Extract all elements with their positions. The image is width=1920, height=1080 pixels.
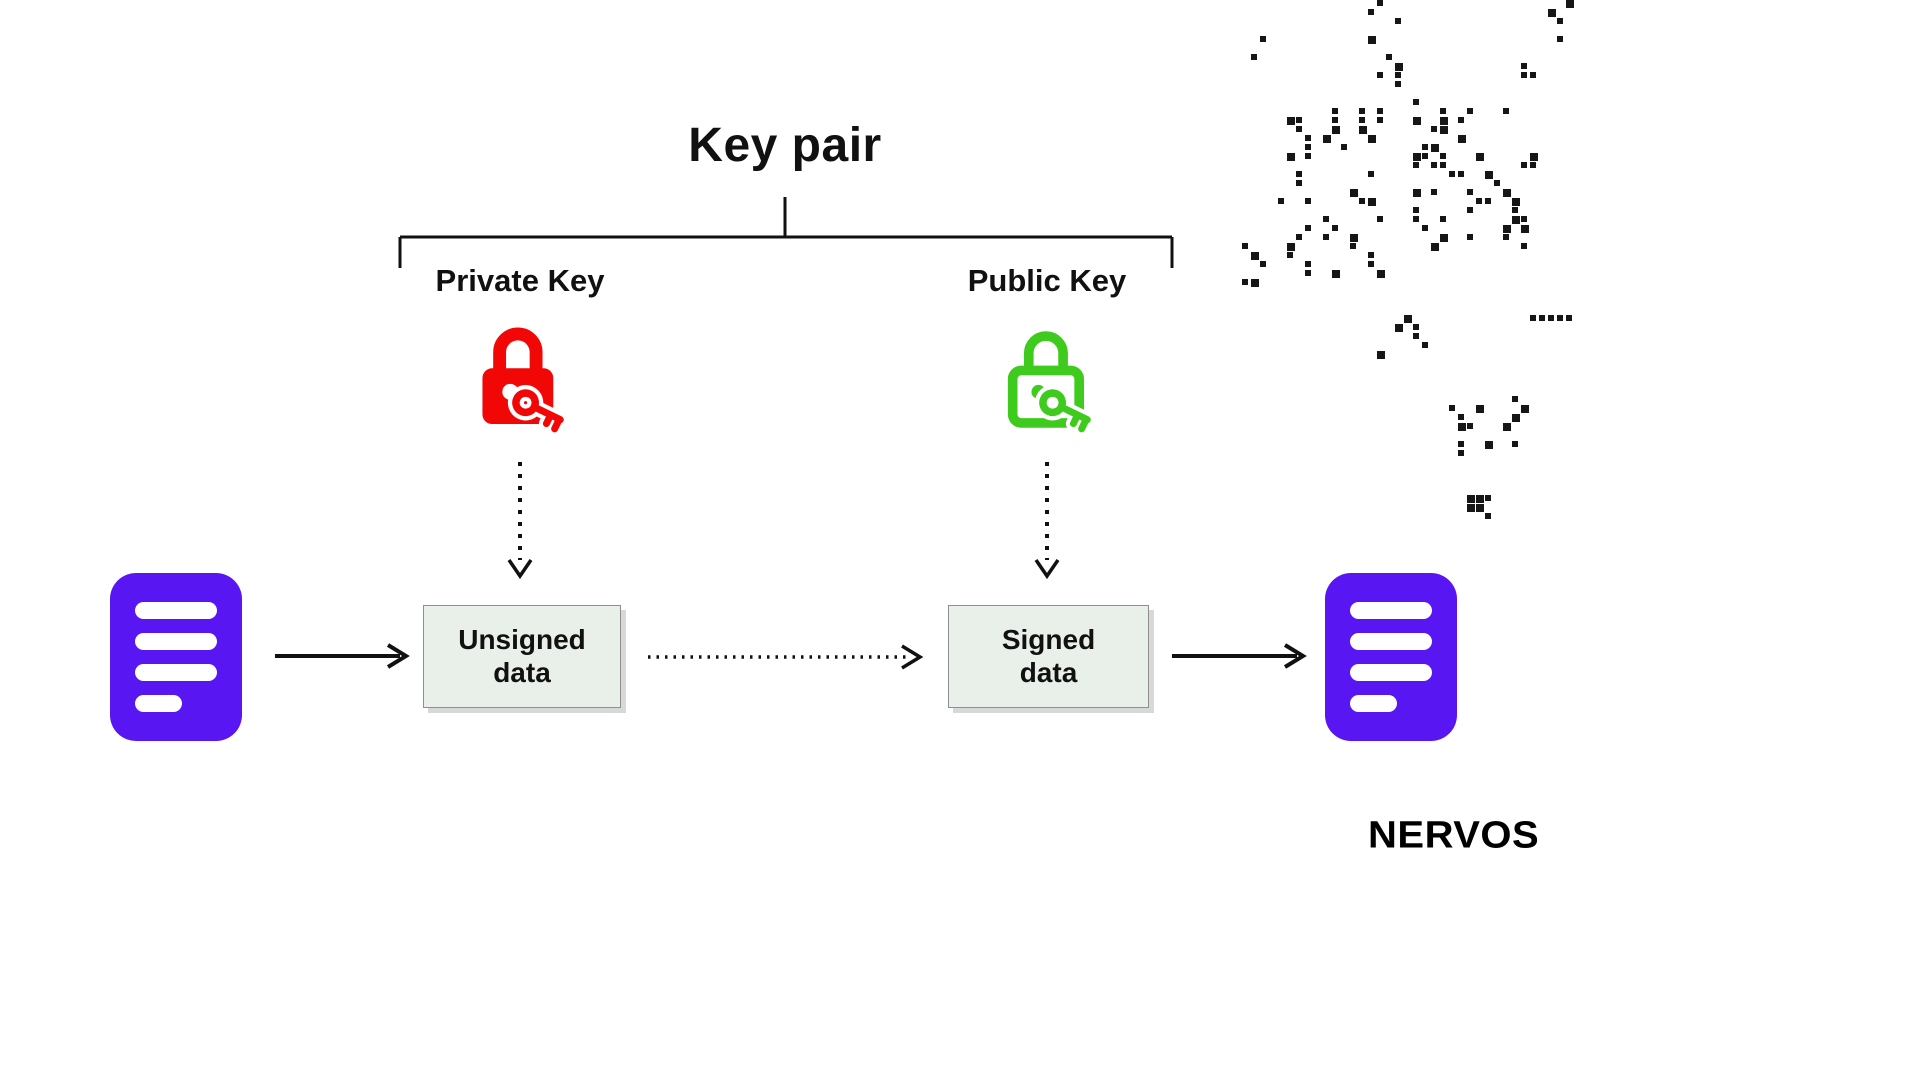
public-key-arrowhead — [1034, 559, 1060, 580]
unsigned-data-label: Unsigned data — [458, 624, 586, 688]
right-arrowhead — [1283, 643, 1307, 669]
left-arrowhead — [386, 643, 410, 669]
public-key-label: Public Key — [967, 263, 1127, 298]
signed-data-box: Signed data — [948, 605, 1149, 708]
nervos-logo: NERVOS — [1368, 813, 1540, 857]
private-key-label: Private Key — [435, 263, 605, 298]
public-key-lock-icon — [988, 320, 1106, 438]
unsigned-data-box: Unsigned data — [423, 605, 621, 708]
key-pair-bracket — [398, 197, 1174, 268]
document-icon-right — [1325, 573, 1457, 741]
diagram-title: Key pair — [688, 119, 882, 172]
middle-arrowhead — [901, 644, 924, 670]
private-key-lock-icon — [461, 320, 579, 438]
private-key-arrowhead — [507, 559, 533, 580]
signed-data-label: Signed data — [1001, 624, 1096, 688]
document-icon-left — [110, 573, 242, 741]
